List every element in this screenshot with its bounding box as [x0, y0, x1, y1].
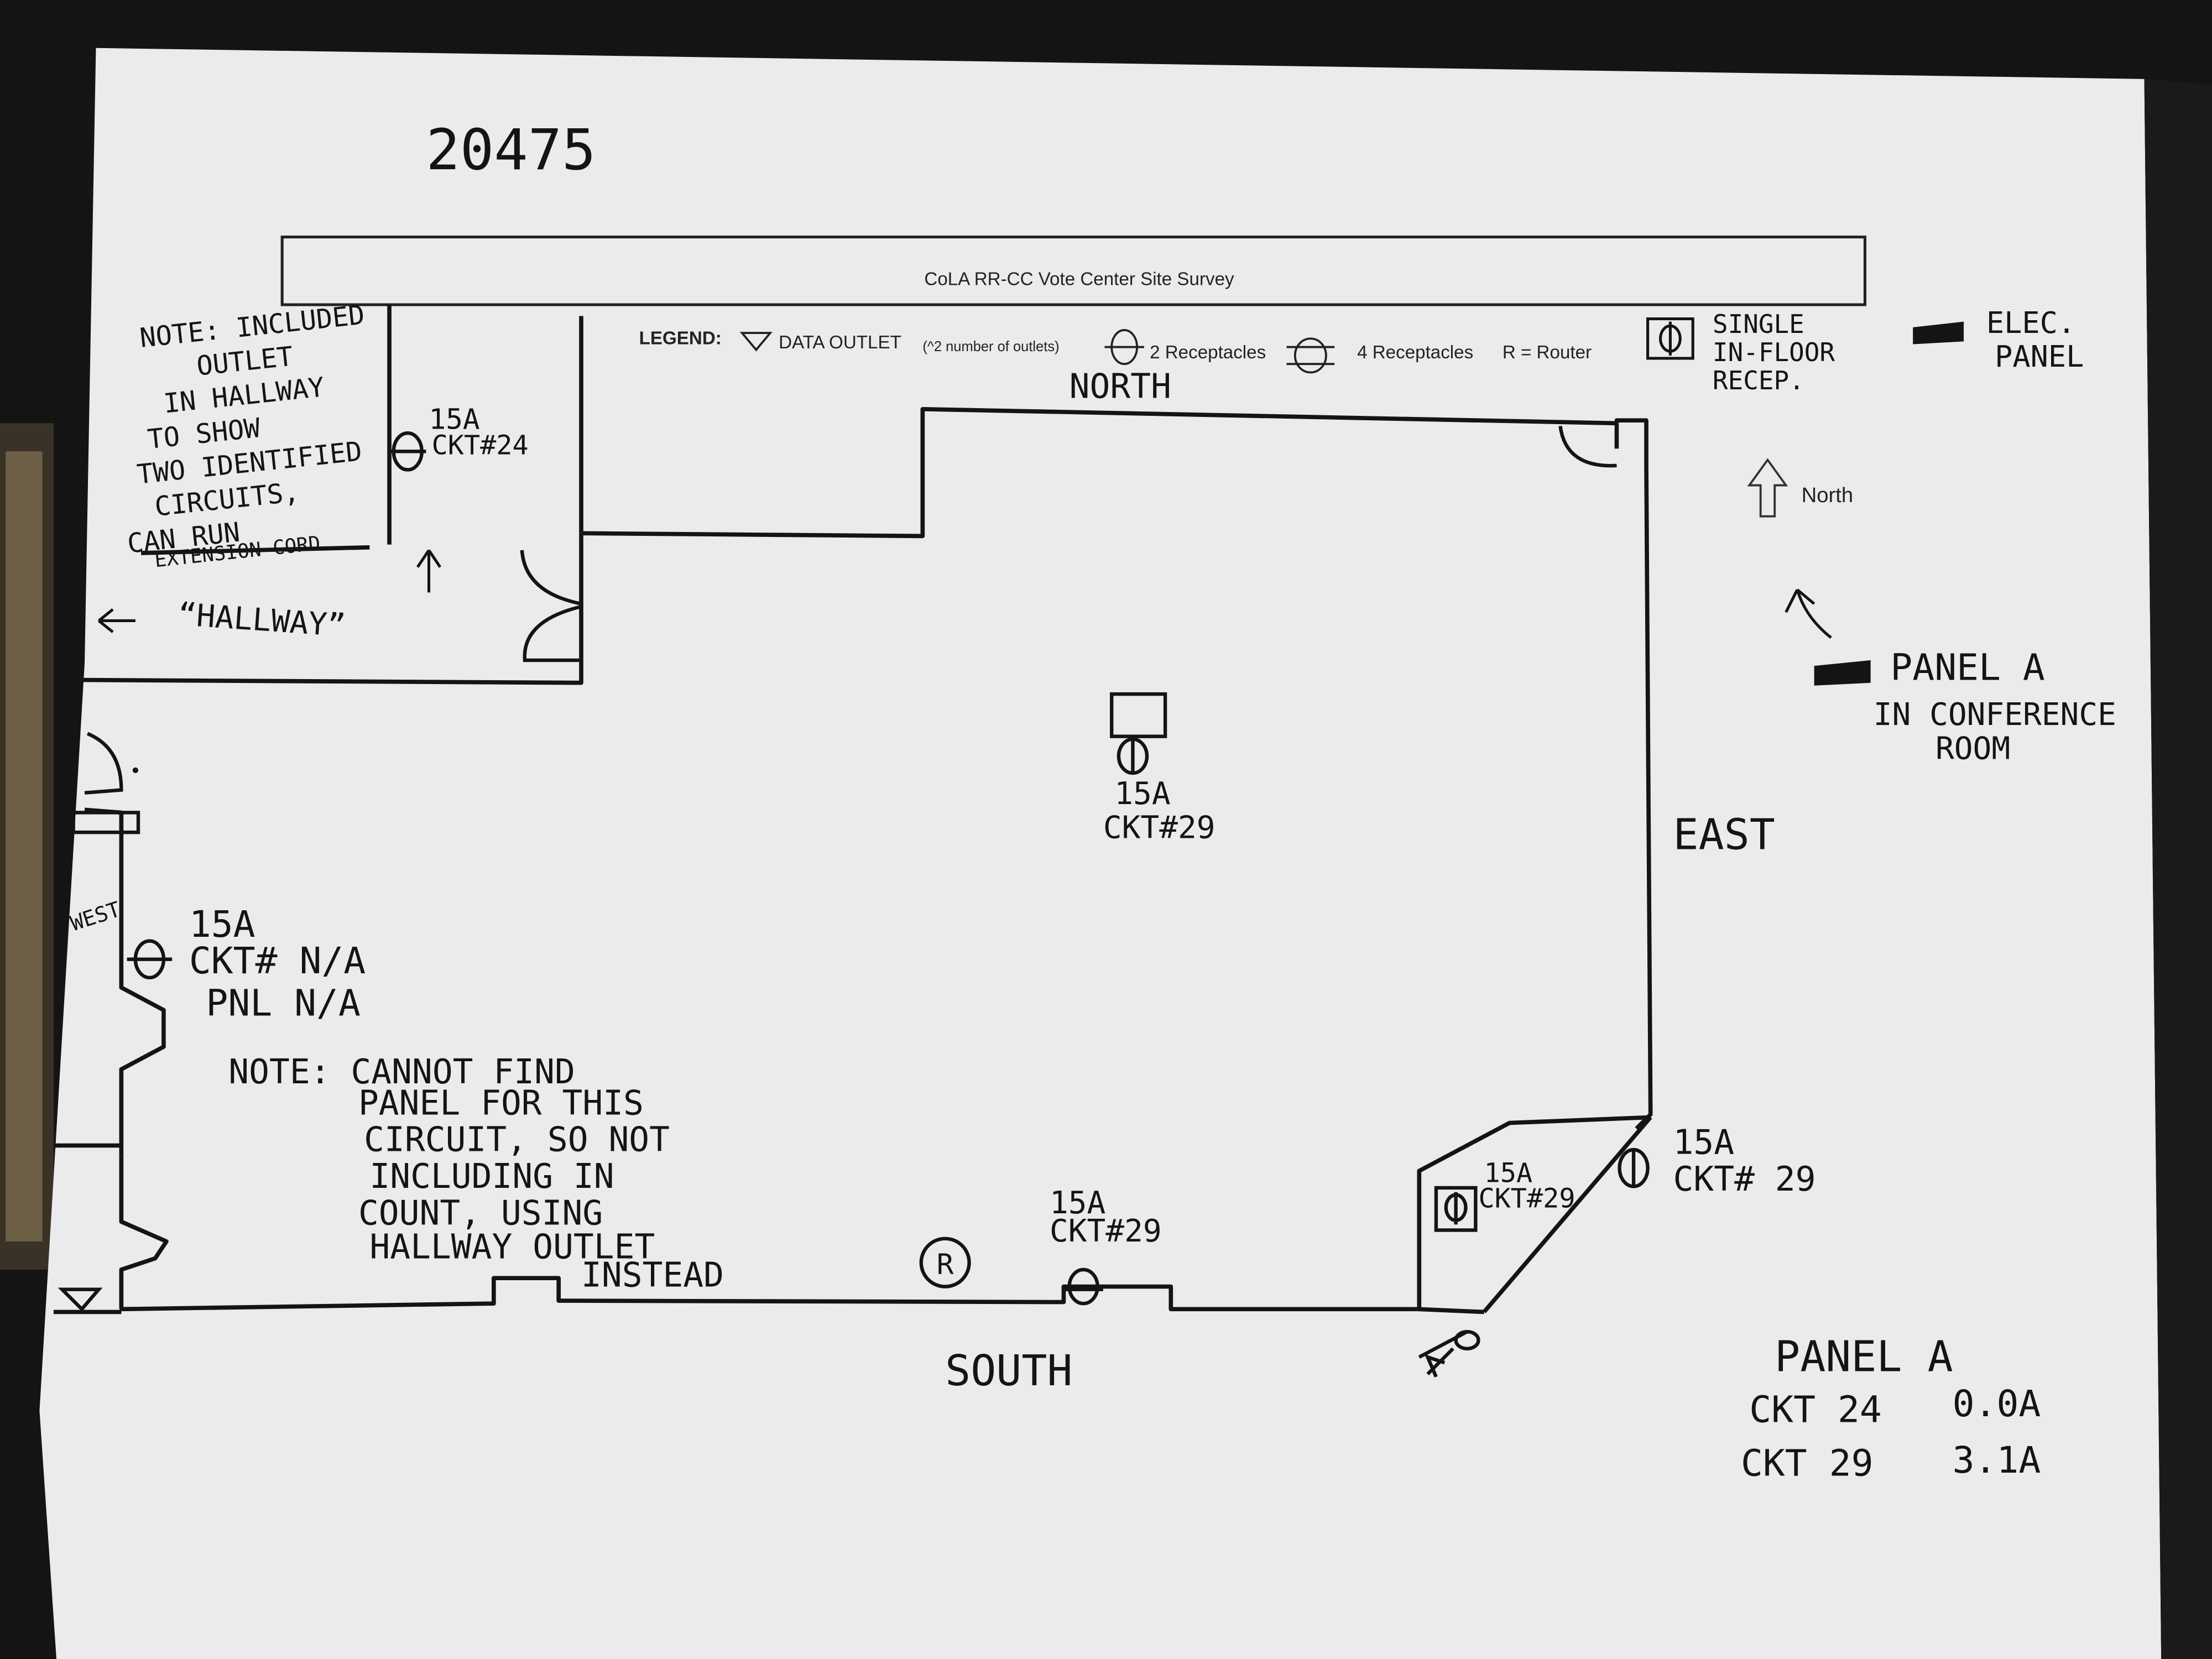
form-number: 20475: [426, 117, 596, 183]
four-receptacle-icon: [1286, 337, 1335, 374]
east-outlet-amps: 15A: [1673, 1123, 1735, 1162]
arrow-panel-a-icon: [1785, 588, 1832, 639]
door-swings: [84, 425, 1617, 795]
door-north-east: [1558, 425, 1617, 468]
west-wall-mark: [132, 767, 138, 773]
label-north: NORTH: [1070, 367, 1171, 406]
legend-single-in-floor-3: RECEP.: [1713, 366, 1804, 395]
single-in-floor-icon: [1646, 317, 1694, 360]
west-note: NOTE: CANNOT FIND PANEL FOR THIS CIRCUIT…: [228, 1052, 724, 1295]
floor-plan-walls: [53, 305, 1653, 1314]
arrow-west-icon: [97, 608, 135, 633]
data-outlet-sw-icon: [58, 1287, 103, 1312]
data-outlet-icon: [739, 332, 773, 352]
panel-a-location-line-2: IN CONFERENCE: [1874, 697, 2116, 733]
west-note-line-2: PANEL FOR THIS: [358, 1083, 644, 1123]
receptacle-corner-floor-icon: [1434, 1186, 1478, 1232]
west-outlet-ckt: CKT# N/A: [189, 939, 366, 982]
legend-label: LEGEND:: [639, 328, 722, 348]
legend-data-outlet-note: (^2 number of outlets): [922, 339, 1059, 354]
legend-router: R = Router: [1503, 342, 1592, 363]
legend-elec-panel-1: ELEC.: [1986, 305, 2075, 340]
center-outlet-amps: 15A: [1114, 776, 1170, 812]
receptacle-hallway-icon: [389, 431, 426, 472]
elec-panel-icon: [1913, 321, 1964, 345]
panel-summary-amps-29: 3.1A: [1953, 1438, 2041, 1481]
binder-clip: [6, 451, 43, 1241]
receptacle-west-icon: [127, 939, 173, 980]
hallway-outlet-ckt: CKT#24: [432, 430, 529, 461]
north-arrow-icon: [1747, 458, 1788, 518]
panel-a-location-line-1: PANEL A: [1890, 646, 2044, 689]
form-title: CoLA RR-CC Vote Center Site Survey: [924, 269, 1234, 289]
west-note-line-1: NOTE: CANNOT FIND: [228, 1052, 575, 1092]
receptacles: [127, 431, 1650, 1378]
receptacle-south-icon: [1063, 1267, 1103, 1306]
west-note-line-7: INSTEAD: [581, 1256, 724, 1295]
hallway-arrows: [97, 549, 1832, 639]
west-outlet-panel: PNL N/A: [206, 982, 360, 1025]
router-icon: [919, 1237, 971, 1288]
legend: LEGEND: DATA OUTLET (^2 number of outlet…: [639, 305, 2084, 518]
legend-two-receptacles: 2 Receptacles: [1150, 342, 1266, 363]
west-note-line-6: HALLWAY OUTLET: [369, 1228, 655, 1267]
two-receptacle-icon: [1104, 329, 1144, 366]
west-note-line-4: INCLUDING IN: [369, 1157, 614, 1196]
legend-single-in-floor-1: SINGLE: [1713, 309, 1804, 339]
data-outlet-se-icon: [1418, 1329, 1480, 1378]
panel-summary-ckt-24: CKT 24: [1749, 1387, 1882, 1431]
corner-outlet-ckt: CKT#29: [1478, 1183, 1575, 1214]
west-note-line-5: COUNT, USING: [358, 1193, 603, 1233]
panel-summary-title: PANEL A: [1775, 1333, 1953, 1382]
legend-four-receptacles: 4 Receptacles: [1357, 342, 1473, 363]
paper-sheet: [39, 48, 2162, 1659]
panel-a-location-line-3: ROOM: [1936, 731, 2010, 766]
door-hallway-east-upper: [520, 550, 582, 606]
receptacle-east-icon: [1618, 1147, 1650, 1188]
panel-summary: PANEL A CKT 24 0.0A CKT 29 3.1A: [1741, 1333, 2041, 1485]
panel-summary-amps-24: 0.0A: [1953, 1382, 2041, 1425]
receptacle-center-icon: [1110, 692, 1167, 775]
legend-single-in-floor-2: IN-FLOOR: [1713, 337, 1835, 367]
panel-a-icon: [1814, 660, 1871, 686]
hallway-outlet-amps: 15A: [429, 404, 480, 436]
legend-elec-panel-2: PANEL: [1995, 339, 2084, 374]
paper-shadow: [2144, 79, 2212, 1659]
west-note-line-3: CIRCUIT, SO NOT: [364, 1120, 670, 1160]
east-outlet-ckt: CKT# 29: [1673, 1160, 1816, 1199]
panel-summary-ckt-29: CKT 29: [1741, 1441, 1874, 1484]
south-outlet-ckt: CKT#29: [1050, 1213, 1162, 1249]
arrow-up-hallway-icon: [416, 549, 442, 593]
legend-data-outlet: DATA OUTLET: [779, 332, 901, 353]
label-east: EAST: [1673, 811, 1775, 860]
corner-outlet-amps: 15A: [1484, 1158, 1533, 1189]
label-south: SOUTH: [945, 1347, 1072, 1396]
west-outlet-amps: 15A: [189, 902, 255, 946]
router-label: R: [937, 1249, 954, 1281]
south-outlet-amps: 15A: [1050, 1185, 1105, 1221]
door-west-upper: [84, 732, 123, 795]
center-outlet-ckt: CKT#29: [1103, 810, 1215, 846]
legend-north: North: [1802, 483, 1854, 507]
west-wall-fixture: [71, 811, 140, 834]
door-hallway-east: [523, 604, 582, 662]
title-bar: [280, 236, 1866, 306]
